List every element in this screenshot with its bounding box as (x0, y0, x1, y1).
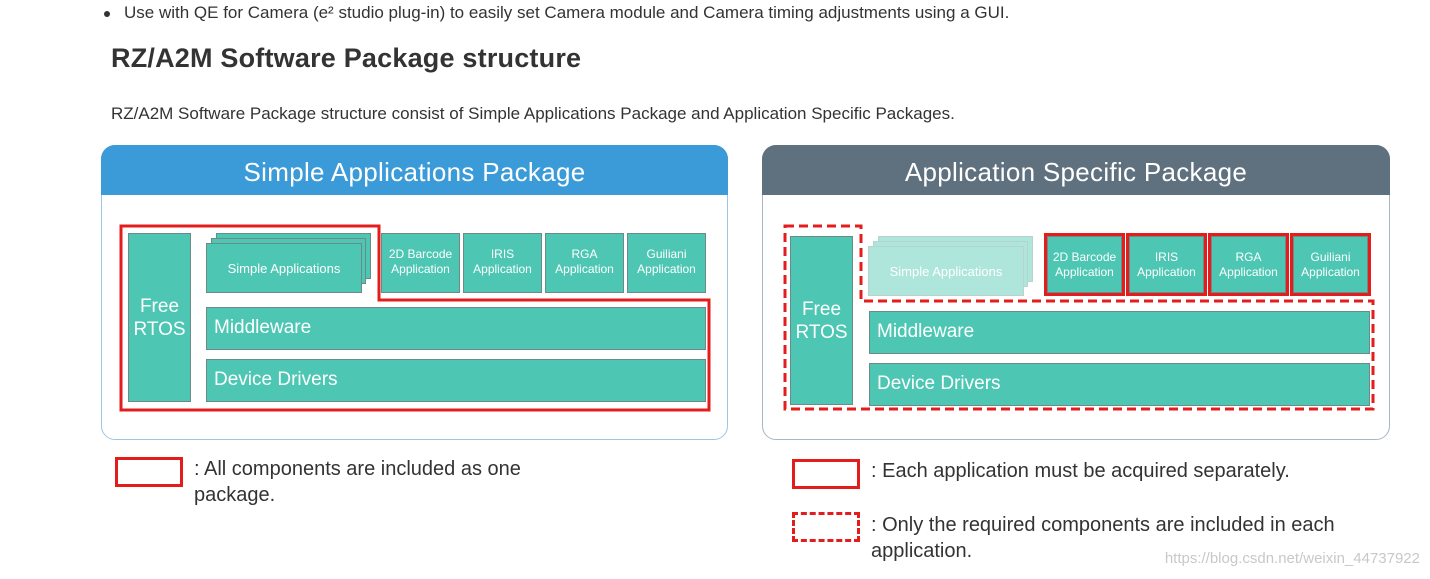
app-label: Guiliani Application (1301, 250, 1360, 279)
device-drivers-block: Device Drivers (206, 359, 706, 402)
intro-paragraph: RZ/A2M Software Package structure consis… (111, 104, 955, 123)
legend-solid-text-right: : Each application must be acquired sepa… (871, 460, 1290, 482)
middleware-block: Middleware (206, 307, 706, 350)
package-outline-solid (119, 224, 711, 412)
simple-applications-package-panel: Simple Applications Package Free RTOS Si… (101, 145, 728, 440)
free-rtos-label: Free RTOS (795, 299, 848, 343)
app-block-rga: RGA Application (1211, 236, 1286, 293)
simple-applications-label: Simple Applications (227, 261, 341, 276)
section-heading: RZ/A2M Software Package structure (111, 43, 582, 73)
app-outline-solid (1044, 233, 1125, 296)
app-block-guiliani: Guiliani Application (1293, 236, 1368, 293)
free-rtos-block: Free RTOS (790, 236, 853, 405)
app-label: RGA Application (1219, 250, 1278, 279)
watermark: https://blog.csdn.net/weixin_44737922 (1164, 550, 1420, 567)
app-label: IRIS Application (473, 247, 532, 276)
app-outline-solid (1126, 233, 1207, 296)
application-specific-package-panel: Application Specific Package Free RTOS S… (762, 145, 1390, 440)
middleware-label: Middleware (214, 317, 312, 338)
panel-title: Simple Applications Package (101, 145, 728, 195)
app-block-iris: IRIS Application (463, 233, 542, 293)
bullet-dot (104, 11, 110, 17)
legend-solid-swatch (115, 457, 183, 487)
app-label: Guiliani Application (637, 247, 696, 276)
simple-applications-block: Simple Applications (206, 243, 362, 293)
device-drivers-label: Device Drivers (877, 373, 1001, 394)
legend-solid-text: : All components are included as one pac… (194, 458, 521, 506)
legend-dashed-swatch (792, 512, 860, 542)
app-label: IRIS Application (1137, 250, 1196, 279)
legend-dashed-text: : Only the required components are inclu… (871, 514, 1335, 562)
app-block-2d-barcode: 2D Barcode Application (381, 233, 460, 293)
device-drivers-label: Device Drivers (214, 369, 338, 390)
app-block-rga: RGA Application (545, 233, 624, 293)
middleware-block: Middleware (869, 311, 1370, 354)
app-label: 2D Barcode Application (388, 247, 453, 276)
app-outline-solid (1290, 233, 1371, 296)
free-rtos-block: Free RTOS (128, 233, 191, 402)
simple-applications-label: Simple Applications (889, 264, 1003, 279)
app-label: RGA Application (555, 247, 614, 276)
panel-title: Application Specific Package (762, 145, 1390, 195)
app-block-guiliani: Guiliani Application (627, 233, 706, 293)
app-label: 2D Barcode Application (1052, 250, 1117, 279)
package-outline-dashed (783, 224, 1375, 411)
bullet-item: Use with QE for Camera (e² studio plug-i… (104, 3, 1010, 23)
device-drivers-block: Device Drivers (869, 363, 1370, 406)
app-block-2d-barcode: 2D Barcode Application (1047, 236, 1122, 293)
middleware-label: Middleware (877, 321, 975, 342)
bullet-text: Use with QE for Camera (e² studio plug-i… (124, 3, 1010, 22)
app-outline-solid (1208, 233, 1289, 296)
simple-applications-block: Simple Applications (868, 246, 1024, 296)
free-rtos-label: Free RTOS (133, 296, 186, 340)
legend-solid-swatch-right (792, 459, 860, 489)
app-block-iris: IRIS Application (1129, 236, 1204, 293)
